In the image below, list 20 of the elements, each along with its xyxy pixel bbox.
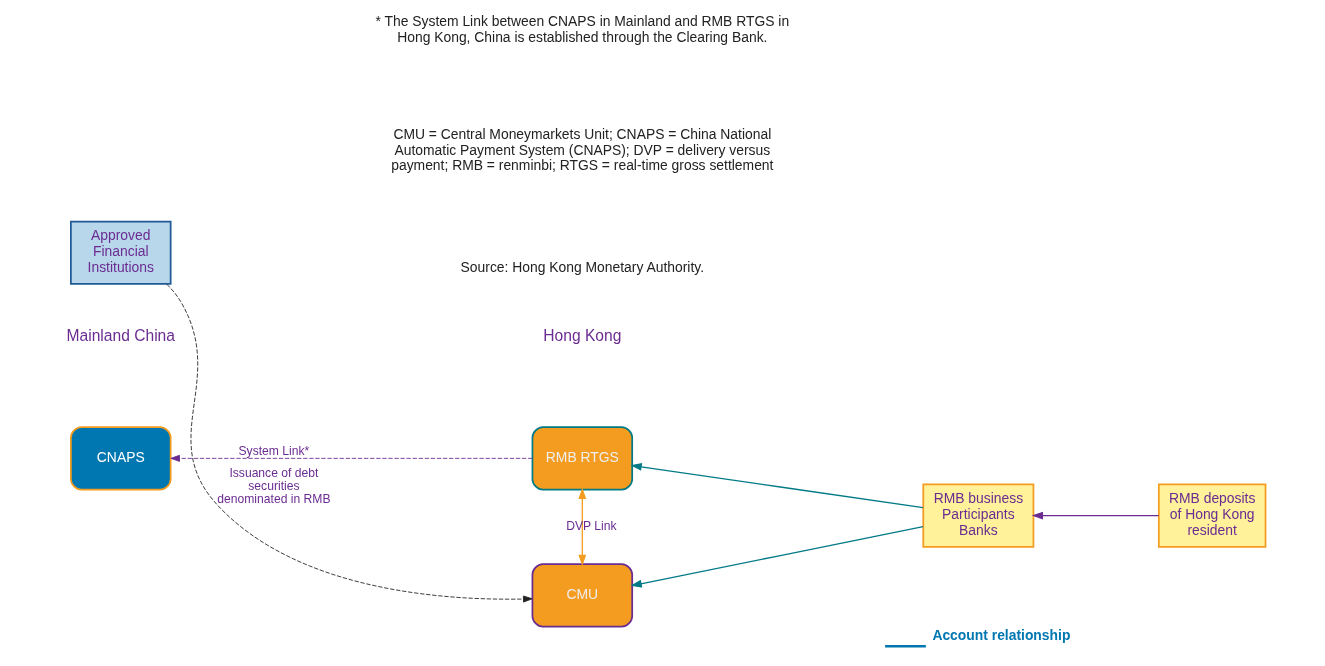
arrow (629, 526, 924, 588)
label: Mainland China (66, 326, 175, 344)
label: Source: Hong Kong Monetary Authority. (460, 258, 704, 275)
node-box: CNAPS (69, 426, 171, 491)
legend-label: Account relationship (931, 627, 1070, 644)
node-box: RMB RTGS (531, 426, 633, 491)
node-box: CMU (531, 563, 633, 628)
label: CMU = Central Moneymarkets Unit; CNAPS = China National Automatic Payment System (CNAPS); DVP = delivery versus payment; RMB = renminbi; RTGS = real-time gross settlement (390, 125, 773, 174)
arrow (1031, 511, 1159, 520)
arrow (165, 283, 533, 603)
label: * The System Link between CNAPS in Mainland and RMB RTGS in Hong Kong, China is established through the Clearing Bank. (375, 13, 789, 45)
node-box: RMB business Participants Banks (921, 483, 1034, 548)
arrow (629, 462, 924, 509)
node-box: Approved Financial Institutions (69, 220, 171, 285)
edge-label: System Link* (238, 444, 309, 459)
arrow (169, 454, 533, 462)
label: Hong Kong (542, 326, 621, 344)
node-box: RMB deposits of Hong Kong resident (1157, 483, 1266, 548)
edge-label: Issuance of debt securities denominated in RMB (216, 465, 331, 506)
arrow (577, 487, 586, 566)
